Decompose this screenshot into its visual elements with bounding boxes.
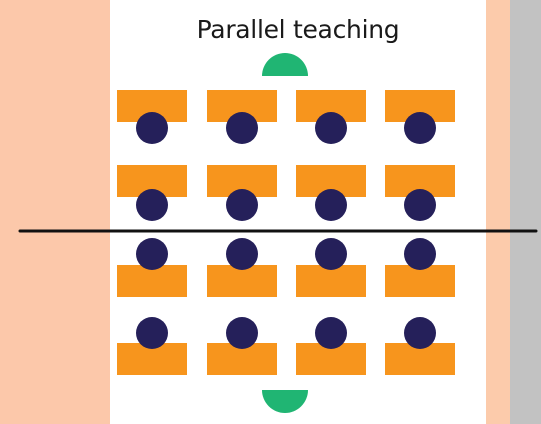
student bbox=[315, 238, 347, 270]
student bbox=[136, 238, 168, 270]
student bbox=[226, 238, 258, 270]
student bbox=[315, 317, 347, 349]
student bbox=[315, 112, 347, 144]
diagram-title: Parallel teaching bbox=[196, 15, 400, 44]
student bbox=[404, 317, 436, 349]
desk bbox=[207, 265, 277, 297]
student bbox=[136, 317, 168, 349]
student bbox=[226, 189, 258, 221]
background-right bbox=[510, 0, 541, 424]
teacher-top bbox=[262, 53, 308, 76]
desk bbox=[385, 265, 455, 297]
student bbox=[226, 317, 258, 349]
student bbox=[315, 189, 347, 221]
background-gap bbox=[486, 0, 510, 424]
desk bbox=[296, 265, 366, 297]
desk bbox=[117, 265, 187, 297]
student bbox=[404, 112, 436, 144]
background-left bbox=[0, 0, 110, 424]
student bbox=[136, 189, 168, 221]
student bbox=[404, 189, 436, 221]
student bbox=[226, 112, 258, 144]
teacher-bottom bbox=[262, 390, 308, 413]
student bbox=[404, 238, 436, 270]
student bbox=[136, 112, 168, 144]
